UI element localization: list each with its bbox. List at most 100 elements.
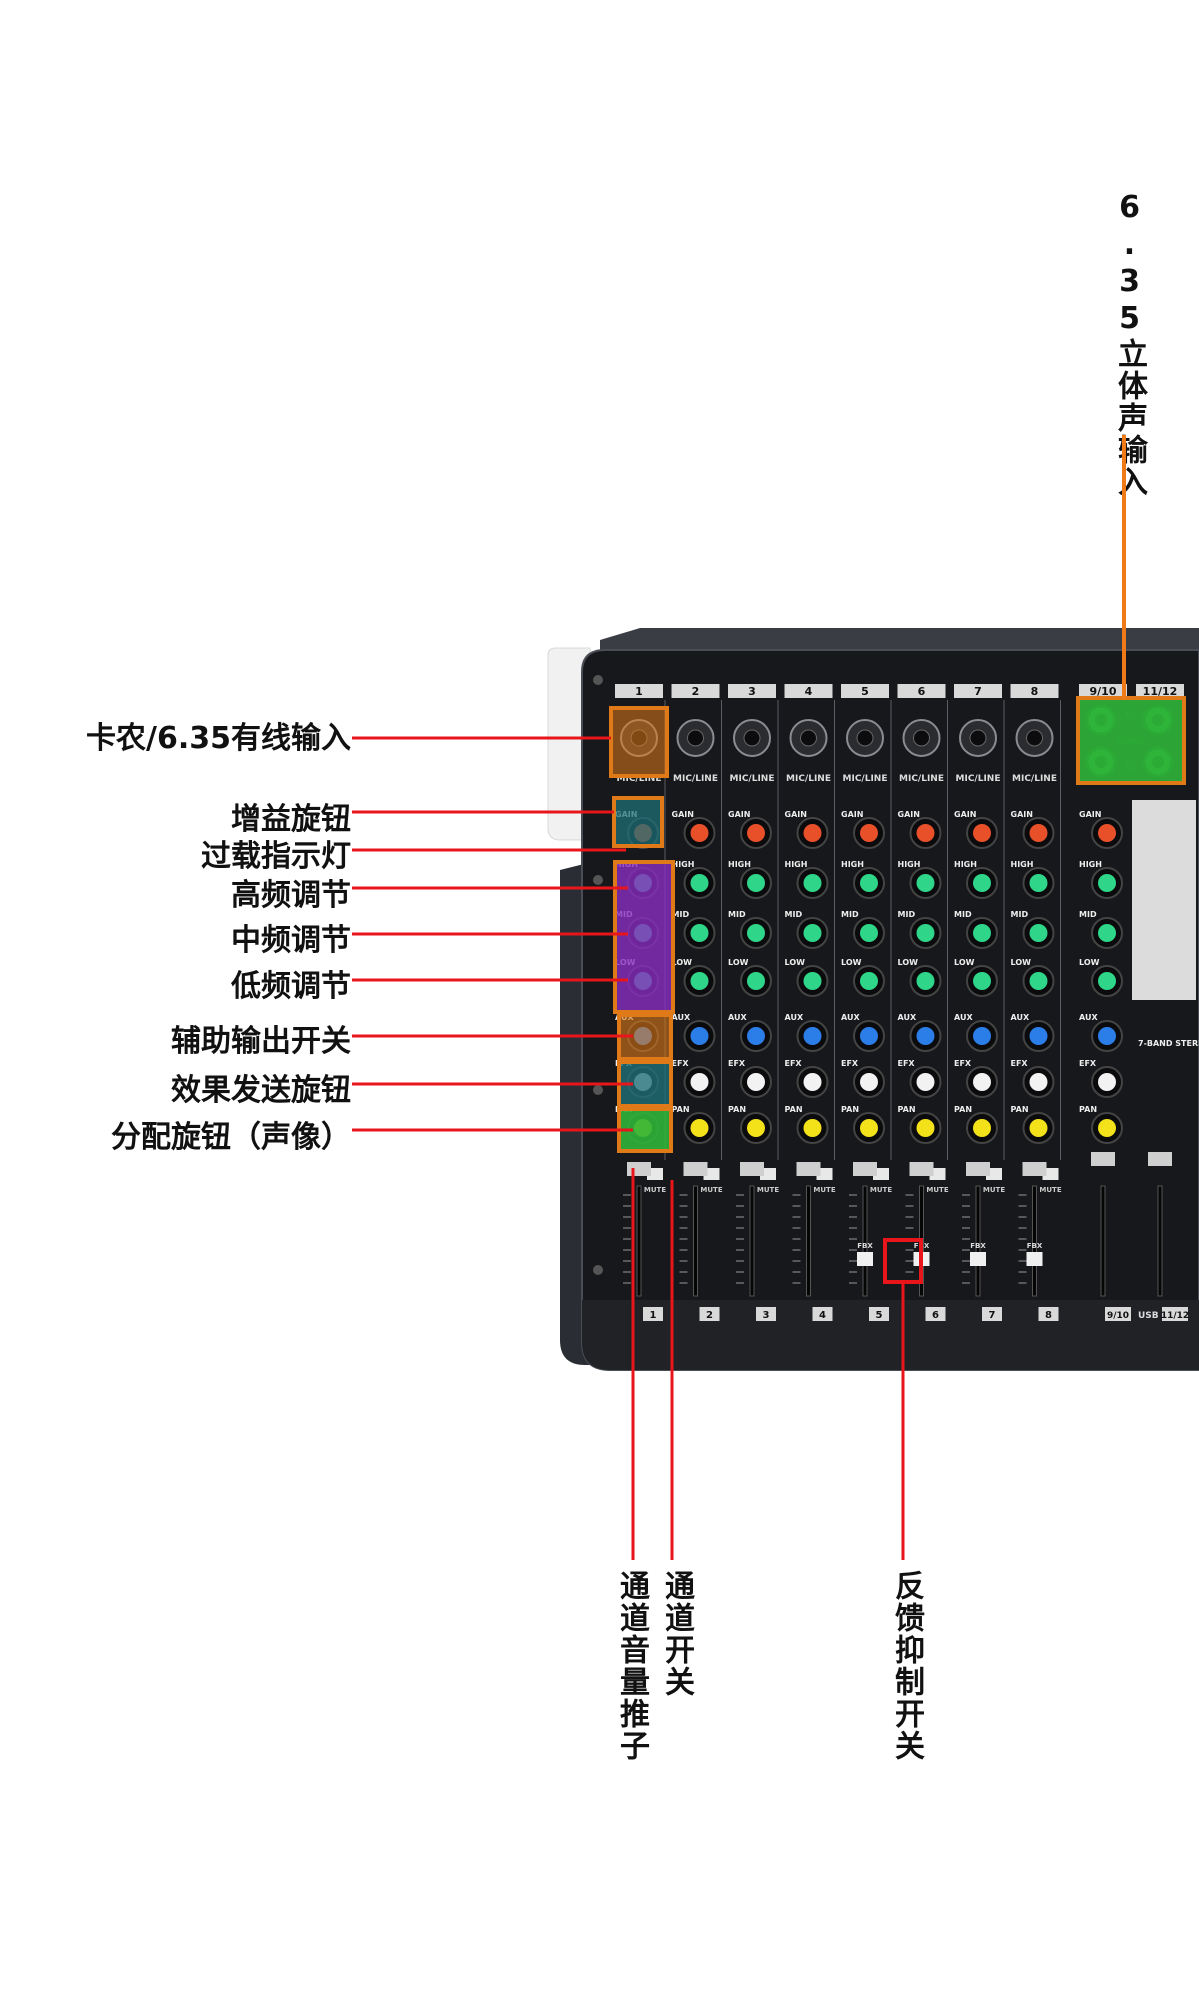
knob-cap	[916, 1119, 935, 1137]
channel-number-tab	[1010, 684, 1059, 698]
strip-number-tab	[982, 1307, 1002, 1321]
mute-label: MUTE	[870, 1186, 892, 1194]
knob-label: PAN	[898, 1105, 916, 1114]
jack-label: MIC/LINE	[617, 774, 662, 784]
knob-cap	[1098, 824, 1116, 842]
highlight-gain	[612, 796, 664, 848]
knob-cap	[973, 924, 991, 942]
mute-label: MUTE	[700, 1186, 722, 1194]
strip-number: 3	[763, 1310, 770, 1321]
strip-number-tab	[1038, 1307, 1059, 1321]
knob-cap	[973, 972, 991, 990]
knob-label: PAN	[954, 1105, 972, 1114]
knob-cap	[747, 1119, 765, 1137]
label-pan-knob: 分配旋钮（声像）	[111, 1120, 351, 1155]
knob-label: EFX	[728, 1059, 746, 1068]
knob-label: HIGH	[898, 860, 921, 869]
knob-label: PAN	[672, 1105, 690, 1114]
channel-number: 8	[1031, 685, 1039, 698]
knob-label: LOW	[785, 958, 806, 967]
knob-label: HIGH	[785, 860, 808, 869]
jack-label: MIC/LINE	[1012, 774, 1057, 784]
knob-label: GAIN	[785, 810, 807, 819]
knob-cap	[973, 874, 991, 892]
knob-label: PAN	[1079, 1105, 1097, 1114]
label-low-eq: 低频调节	[231, 969, 351, 1004]
knob-cap	[690, 824, 709, 842]
knob-cap	[747, 924, 765, 942]
channel-number: 4	[805, 685, 813, 698]
jack-label: MIC/LINE	[899, 774, 944, 784]
knob-label: EFX	[898, 1059, 916, 1068]
fader-cap	[1148, 1152, 1172, 1166]
channel-number: 3	[748, 685, 756, 698]
strip-number: 11/12	[1161, 1311, 1189, 1321]
label-stereo-input: 6.35立体声输入	[1112, 190, 1147, 498]
strip-number: 9/10	[1107, 1311, 1129, 1321]
strip-number-tab	[1162, 1307, 1188, 1321]
knob-label: PAN	[1011, 1105, 1029, 1114]
knob-cap	[1098, 972, 1116, 990]
knob-cap	[916, 824, 935, 842]
knob-cap	[1029, 874, 1048, 892]
jack-label: MIC/LINE	[786, 774, 831, 784]
stereo-channel-strip: 11/127-BAND STEREOUSB11/12	[1132, 684, 1199, 1321]
mute-label: MUTE	[983, 1186, 1005, 1194]
strip-number-tab	[699, 1307, 720, 1321]
strip-number-tab	[869, 1307, 889, 1321]
jack-hole	[856, 729, 874, 747]
fbx-label: FBX	[857, 1242, 873, 1250]
knob-cap	[747, 972, 765, 990]
fader-track	[1100, 1185, 1106, 1297]
label-efx-send: 效果发送旋钮	[171, 1073, 351, 1108]
knob-cap	[1029, 1027, 1048, 1045]
channel-number: 6	[918, 685, 926, 698]
knob-label: GAIN	[728, 810, 750, 819]
fader-cap	[740, 1162, 764, 1176]
fader-track	[1032, 1185, 1037, 1297]
usb-label: USB	[1138, 1311, 1159, 1321]
label-aux-send: 辅助输出开关	[171, 1024, 351, 1059]
knob-cap	[860, 924, 878, 942]
channel-number-tab	[728, 684, 776, 698]
channel-strips: 1MIC/LINEGAINHIGHMIDLOWAUXEFXPANMUTE12MI…	[615, 684, 1062, 1321]
knob-label: HIGH	[1011, 860, 1034, 869]
highlight-stereo-input	[1076, 696, 1186, 785]
section-label: 7-BAND STEREO	[1138, 1039, 1199, 1048]
knob-label: EFX	[672, 1059, 690, 1068]
knob-cap	[690, 874, 709, 892]
channel-number-tab	[671, 684, 720, 698]
knob-label: PAN	[841, 1105, 859, 1114]
knob-cap	[1098, 924, 1116, 942]
knob-cap	[803, 1119, 822, 1137]
channel-number-tab	[1079, 684, 1127, 698]
knob-label: GAIN	[898, 810, 920, 819]
knob-cap	[973, 1073, 991, 1091]
mute-label: MUTE	[813, 1186, 835, 1194]
channel-number-tab	[954, 684, 1002, 698]
knob-cap	[747, 874, 765, 892]
strip-number: 4	[819, 1310, 826, 1321]
label-mid-eq: 中频调节	[231, 923, 351, 958]
strip-number-tab	[1105, 1307, 1131, 1321]
knob-label: GAIN	[1011, 810, 1033, 819]
channel-number-tab	[615, 684, 663, 698]
knob-cap	[860, 874, 878, 892]
jack-hole	[743, 729, 761, 747]
mute-label: MUTE	[1039, 1186, 1061, 1194]
jack-hole	[913, 729, 930, 747]
knob-label: MID	[785, 910, 803, 919]
knob-cap	[1029, 824, 1048, 842]
fbx-button	[857, 1252, 873, 1266]
fader-track	[975, 1185, 981, 1297]
knob-cap	[916, 874, 935, 892]
fbx-button	[1026, 1252, 1043, 1266]
fader-track	[749, 1185, 755, 1297]
strip-number: 2	[706, 1310, 713, 1321]
knob-label: MID	[1079, 910, 1097, 919]
channel-number: 5	[861, 685, 869, 698]
strip-number: 6	[932, 1310, 939, 1321]
